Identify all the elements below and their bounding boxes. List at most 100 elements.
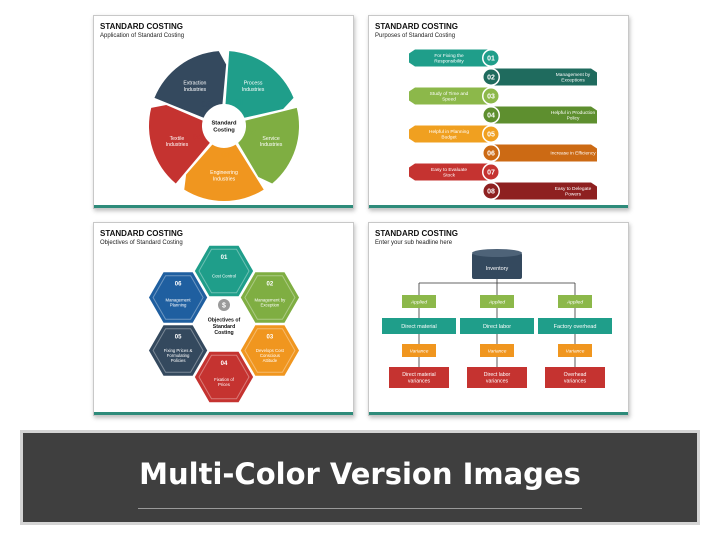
segment-label: Industries bbox=[260, 142, 283, 148]
slide-title: STANDARD COSTING bbox=[100, 22, 183, 31]
purpose-bar bbox=[493, 144, 597, 162]
purpose-label: Easy to Delegate bbox=[555, 186, 592, 192]
segment-label: Extraction bbox=[183, 81, 206, 87]
cycle-segment bbox=[154, 51, 227, 118]
dollar-coin-icon bbox=[218, 299, 230, 311]
result-label: Direct material bbox=[402, 372, 435, 378]
result-label: variances bbox=[486, 378, 509, 384]
slide-title: STANDARD COSTING bbox=[375, 229, 458, 238]
objective-label: Conscious bbox=[260, 353, 280, 358]
purpose-number: 08 bbox=[487, 189, 495, 196]
objective-label: Prices bbox=[218, 382, 230, 387]
objective-label: Attitude bbox=[263, 358, 278, 363]
purpose-label: Policy bbox=[567, 116, 580, 122]
cycle-segment bbox=[184, 144, 264, 202]
center-label: Standard bbox=[213, 324, 235, 330]
objective-number: 06 bbox=[175, 282, 182, 288]
variance-label: Variance bbox=[566, 349, 585, 355]
cost-box bbox=[460, 318, 534, 334]
segment-number: 02 bbox=[247, 129, 256, 138]
objective-hexagon bbox=[193, 350, 255, 404]
purpose-bar bbox=[409, 125, 491, 143]
objective-label: Exception bbox=[260, 303, 279, 308]
cost-label: Direct labor bbox=[483, 324, 511, 330]
cost-label: Direct material bbox=[401, 324, 436, 330]
slide-subtitle: Application of Standard Costing bbox=[100, 33, 185, 39]
objective-hexagon bbox=[147, 270, 209, 325]
purpose-label: Helpful in Production bbox=[551, 110, 596, 116]
cycle-segment bbox=[225, 51, 294, 118]
objective-label: Management by bbox=[254, 297, 286, 302]
slide-thumbnail-objectives[interactable]: STANDARD COSTING Objectives of Standard … bbox=[93, 222, 354, 416]
objective-label: Develops Cost bbox=[256, 348, 285, 353]
dollar-sign-glyph: $ bbox=[222, 303, 226, 310]
objective-number: 04 bbox=[221, 361, 228, 367]
center-label: Costing bbox=[213, 128, 235, 134]
hexagon-inner-ring bbox=[244, 275, 296, 320]
purpose-bar bbox=[409, 49, 491, 67]
segment-number: 01 bbox=[235, 98, 244, 107]
center-label: Standard bbox=[211, 121, 237, 127]
slide-title: STANDARD COSTING bbox=[375, 22, 458, 31]
applied-box bbox=[402, 295, 436, 308]
result-label: variances bbox=[408, 378, 431, 384]
objective-number: 05 bbox=[175, 335, 182, 341]
purpose-bar bbox=[493, 68, 597, 86]
number-badge bbox=[483, 183, 499, 199]
objective-hexagon bbox=[239, 323, 301, 378]
segment-label: Industries bbox=[166, 142, 189, 148]
segment-label: Textile bbox=[170, 136, 185, 142]
slide-thumbnail-inventory[interactable]: STANDARD COSTING Enter your sub headline… bbox=[368, 222, 629, 416]
variance-box bbox=[402, 344, 436, 357]
segment-label: Industries bbox=[184, 87, 207, 93]
number-badge bbox=[483, 145, 499, 161]
inventory-cylinder bbox=[472, 253, 522, 279]
number-badge bbox=[483, 88, 499, 104]
hexagon-inner-ring bbox=[152, 328, 204, 373]
purpose-label: Powers bbox=[565, 192, 582, 198]
purpose-number: 06 bbox=[487, 151, 495, 158]
variance-label: Variance bbox=[488, 349, 507, 355]
purpose-bar bbox=[493, 106, 597, 124]
slide-thumbnail-purposes[interactable]: STANDARD COSTING Purposes of Standard Co… bbox=[368, 15, 629, 209]
objective-label: Cost Control bbox=[212, 274, 236, 279]
segment-label: Service bbox=[262, 136, 279, 142]
cycle-diagram: ProcessIndustries01ServiceIndustries02En… bbox=[149, 51, 299, 202]
segment-number: 04 bbox=[193, 133, 202, 142]
segment-label: Industries bbox=[213, 176, 236, 182]
inventory-cylinder-top bbox=[472, 249, 522, 257]
purpose-label: Stock bbox=[443, 173, 456, 179]
result-box bbox=[545, 367, 605, 388]
hexagon-inner-ring bbox=[198, 248, 250, 294]
number-badge bbox=[483, 50, 499, 66]
result-box bbox=[389, 367, 449, 388]
result-label: variances bbox=[564, 378, 587, 384]
number-badge bbox=[483, 69, 499, 85]
variance-box bbox=[480, 344, 514, 357]
cost-label: Factory overhead bbox=[554, 324, 597, 330]
slide-subtitle: Enter your sub headline here bbox=[375, 240, 453, 246]
purpose-number: 07 bbox=[487, 170, 495, 177]
objective-number: 03 bbox=[267, 335, 274, 341]
applied-box bbox=[558, 295, 592, 308]
cycle-segment bbox=[149, 104, 210, 184]
segment-number: 03 bbox=[222, 150, 231, 159]
slide-thumbnail-application[interactable]: STANDARD COSTING Application of Standard… bbox=[93, 15, 354, 209]
center-label: Objectives of bbox=[208, 318, 241, 324]
number-badge bbox=[483, 107, 499, 123]
result-label: Direct labor bbox=[484, 372, 511, 378]
version-banner: Multi-Color Version Images bbox=[20, 430, 700, 525]
number-badge bbox=[483, 164, 499, 180]
applied-label: Applied bbox=[410, 300, 427, 306]
result-label: Overhead bbox=[564, 372, 587, 378]
hexagon-inner-ring bbox=[244, 328, 296, 373]
hexagon-inner-ring bbox=[152, 275, 204, 320]
applied-label: Applied bbox=[566, 300, 583, 306]
purpose-label: For Fixing the bbox=[434, 53, 464, 59]
slide-subtitle: Purposes of Standard Costing bbox=[375, 33, 456, 39]
number-badge bbox=[483, 126, 499, 142]
applied-label: Applied bbox=[488, 300, 505, 306]
